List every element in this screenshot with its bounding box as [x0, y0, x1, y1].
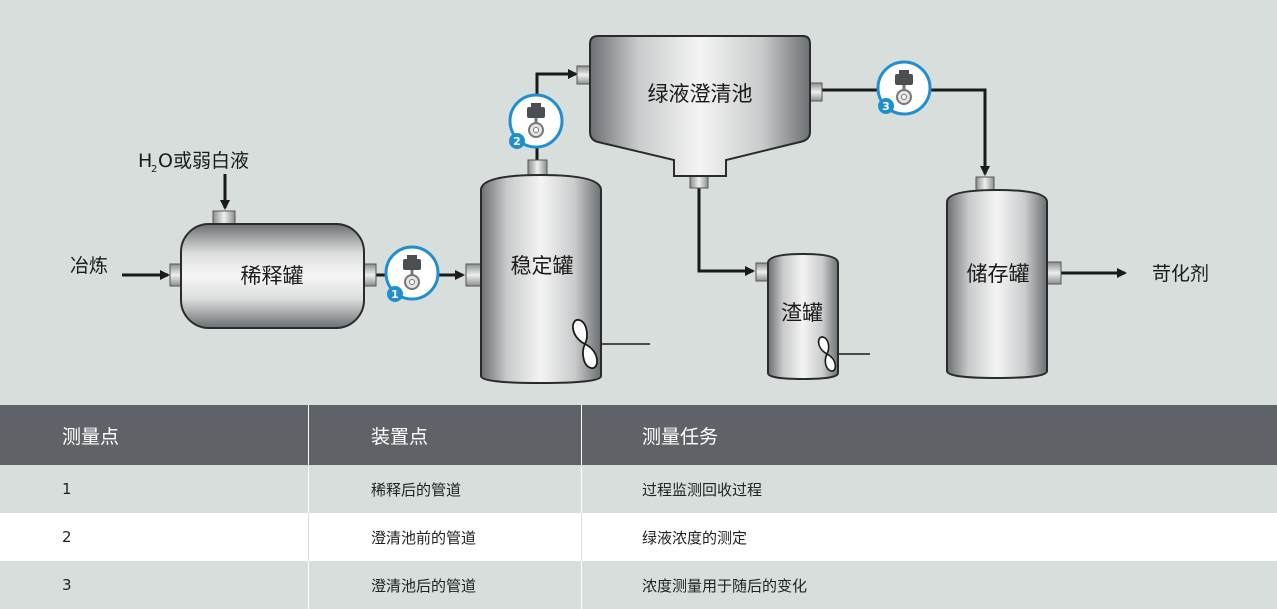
- cell-task: 绿液浓度的测定: [581, 513, 1277, 561]
- cell-location: 稀释后的管道: [308, 465, 581, 513]
- dregs-tank-label: 渣罐: [781, 301, 823, 325]
- dregs-mixer-icon: [817, 336, 837, 372]
- smelting-label: 冶炼: [70, 255, 108, 277]
- flow-diagram-svg: 稀释罐 稳定罐 绿液澄清池: [70, 35, 1209, 385]
- stabilizing-tank: 稳定罐: [465, 159, 602, 385]
- clarifier-label: 绿液澄清池: [648, 82, 753, 106]
- clarifier-bottom-nozzle: [689, 175, 709, 189]
- dilution-tank-body: [180, 223, 365, 329]
- dregs-tank: 渣罐: [755, 252, 839, 381]
- clarifier: 绿液澄清池: [576, 35, 823, 189]
- sensor-3-badge: [878, 98, 894, 114]
- water-source-label: H 2 O或弱白液: [138, 150, 249, 175]
- density-meter-icon: [403, 255, 421, 290]
- storage-tank: 储存罐: [946, 176, 1062, 380]
- process-flow-diagram: 稀释罐 稳定罐 绿液澄清池: [0, 0, 1277, 405]
- dilution-tank-label: 稀释罐: [241, 264, 304, 288]
- header-measurement-point: 测量点: [62, 425, 120, 448]
- density-meter-icon: [527, 103, 545, 138]
- sensor-2-badge: [509, 133, 525, 149]
- dilution-tank: 稀释罐: [169, 210, 377, 329]
- pipe-clarifier-to-storage: [820, 88, 990, 176]
- storage-tank-label: 储存罐: [967, 262, 1030, 286]
- measurement-table: 测量点 装置点 测量任务 1 稀释后的管道 过程监测回收过程 2 澄清池前的管道…: [0, 405, 1277, 609]
- sensor-2-number: 2: [513, 135, 521, 148]
- table-row: 1 稀释后的管道 过程监测回收过程: [0, 465, 1277, 513]
- water-source-rest: O或弱白液: [158, 150, 249, 172]
- cell-point: 3: [62, 576, 72, 594]
- pipe-clarifier-to-dregs: [697, 188, 755, 276]
- sensor-1-badge: [387, 286, 403, 302]
- cell-location: 澄清池前的管道: [308, 513, 581, 561]
- stabilizing-tank-label: 稳定罐: [511, 254, 574, 278]
- header-installation-point: 装置点: [308, 405, 581, 465]
- clarifier-body: [589, 35, 811, 177]
- sensor-3-number: 3: [882, 100, 890, 113]
- cell-task: 浓度测量用于随后的变化: [581, 561, 1277, 609]
- stabilizing-tank-body: [480, 173, 602, 385]
- stabilizing-mixer-icon: [572, 319, 598, 369]
- density-meter-icon: [895, 70, 913, 105]
- water-source-subscript: 2: [151, 164, 157, 175]
- water-source-h: H: [138, 150, 152, 172]
- table-header-row: 测量点 装置点 测量任务: [0, 405, 1277, 465]
- sensor-1-number: 1: [391, 288, 399, 301]
- sensor-point-1[interactable]: 1: [384, 245, 440, 302]
- cell-location: 澄清池后的管道: [308, 561, 581, 609]
- header-measurement-task: 测量任务: [581, 405, 1277, 465]
- cell-point: 2: [62, 528, 72, 546]
- clarifier-inlet-nozzle: [576, 65, 592, 85]
- cell-task: 过程监测回收过程: [581, 465, 1277, 513]
- caustic-label: 苛化剂: [1152, 263, 1209, 285]
- sensor-point-3[interactable]: 3: [876, 60, 932, 116]
- sensor-point-2[interactable]: 2: [508, 93, 564, 149]
- table-row: 3 澄清池后的管道 浓度测量用于随后的变化: [0, 561, 1277, 609]
- table-row: 2 澄清池前的管道 绿液浓度的测定: [0, 513, 1277, 561]
- cell-point: 1: [62, 480, 72, 498]
- stabilizing-tank-inlet-nozzle: [465, 263, 482, 287]
- storage-tank-body: [946, 188, 1048, 380]
- storage-tank-outlet-nozzle: [1046, 261, 1062, 285]
